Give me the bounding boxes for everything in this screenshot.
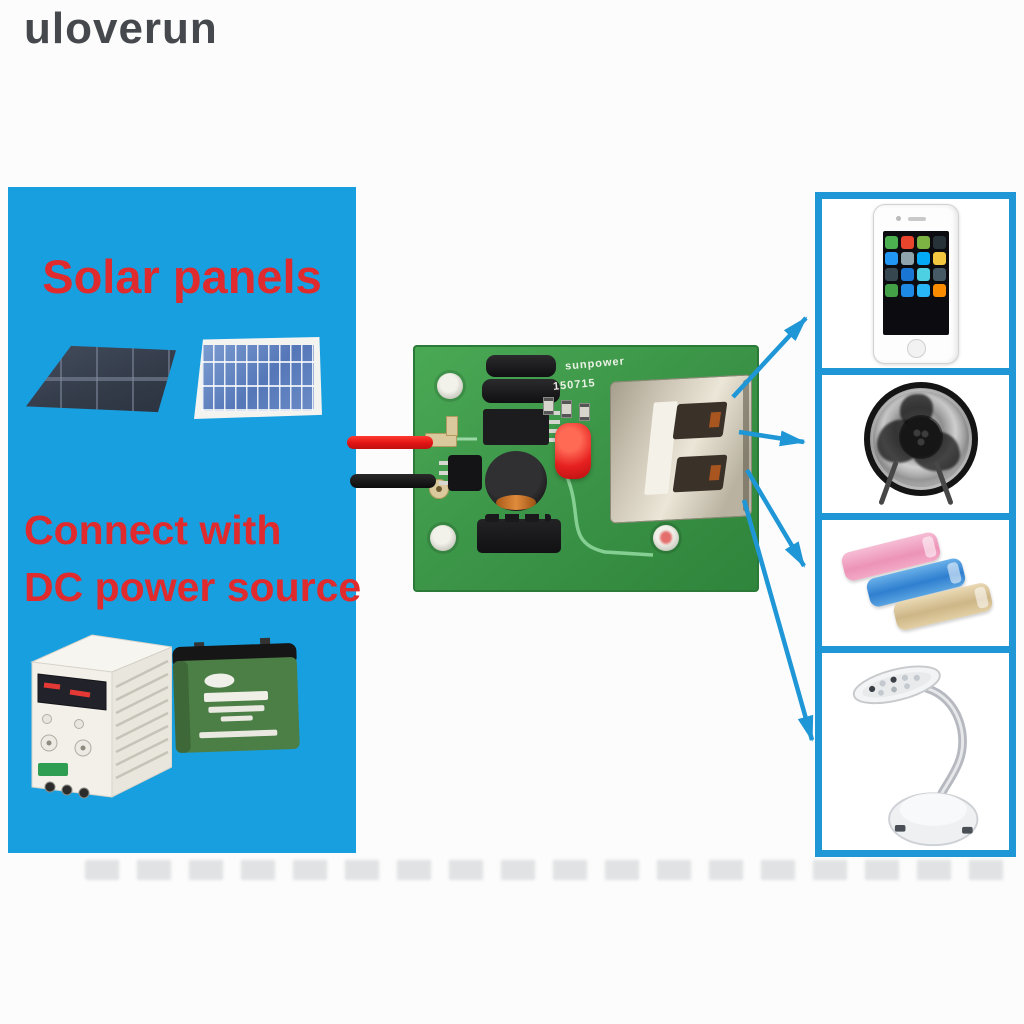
regulator-ic (483, 409, 560, 445)
app-icon (916, 251, 930, 265)
framed-solar-panel-image (194, 337, 322, 419)
usb-contact-window (672, 454, 729, 493)
mount-hole (653, 525, 679, 551)
connect-caption-line1: Connect with (24, 507, 282, 553)
terminal-block (477, 514, 561, 553)
app-icon (932, 251, 946, 265)
mount-hole (437, 373, 463, 399)
app-icon (900, 235, 914, 249)
red-paint-mark (660, 531, 672, 544)
app-icon (884, 235, 898, 249)
app-icon (884, 283, 898, 297)
bench-power-supply-image (30, 634, 172, 799)
negative-wire (350, 474, 436, 488)
mount-hole (430, 525, 456, 551)
device-box-smartphone (815, 192, 1016, 375)
phone-camera-dot (895, 215, 901, 221)
usb-a-port (610, 374, 752, 524)
smd-resistor (543, 397, 554, 415)
app-icon (916, 235, 930, 249)
app-icon (932, 235, 946, 249)
phone-speaker (907, 216, 926, 221)
usb-tongue (643, 401, 678, 496)
phone-app-grid (882, 230, 949, 335)
pcb-traces (455, 437, 654, 557)
power-banks-image (839, 526, 994, 640)
powered-devices-panel (815, 192, 1016, 857)
device-box-power-banks (815, 513, 1016, 653)
inductor-coil (485, 451, 547, 511)
positive-wire (347, 436, 433, 449)
app-icon (900, 251, 914, 265)
app-icon (916, 267, 930, 281)
app-icon (884, 251, 898, 265)
usb-charger-pcb: sunpower 150715 (413, 345, 759, 592)
lead-acid-battery-image (172, 637, 300, 753)
input-sources-panel: Solar panels Connect with DC power sourc… (8, 187, 361, 853)
device-box-fan (815, 368, 1016, 520)
small-solar-panel-image (26, 345, 176, 413)
smartphone-image (872, 203, 959, 364)
bottom-watermark (85, 860, 1020, 880)
transistor (439, 455, 482, 491)
solar-panels-heading: Solar panels (42, 250, 322, 303)
device-box-lamp (815, 646, 1016, 857)
solder-pad-positive (425, 416, 458, 447)
red-led (555, 423, 591, 479)
usb-contact-window (672, 401, 729, 440)
app-icon (932, 267, 946, 281)
app-icon (884, 267, 898, 281)
app-icon (900, 267, 914, 281)
desk-lamp-image (852, 665, 978, 846)
solar-cells (202, 345, 314, 411)
fan-hub (900, 417, 941, 457)
app-icon (900, 283, 914, 297)
phone-home-button (906, 338, 926, 358)
app-icon (932, 283, 946, 297)
brand-watermark: uloverun (24, 4, 218, 53)
smd-resistor (579, 403, 590, 421)
smd-resistor (561, 400, 572, 418)
app-icon (916, 283, 930, 297)
fan-cage (863, 382, 978, 496)
connect-caption-line2: DC power source (24, 564, 362, 610)
usb-fan-image (860, 382, 978, 506)
